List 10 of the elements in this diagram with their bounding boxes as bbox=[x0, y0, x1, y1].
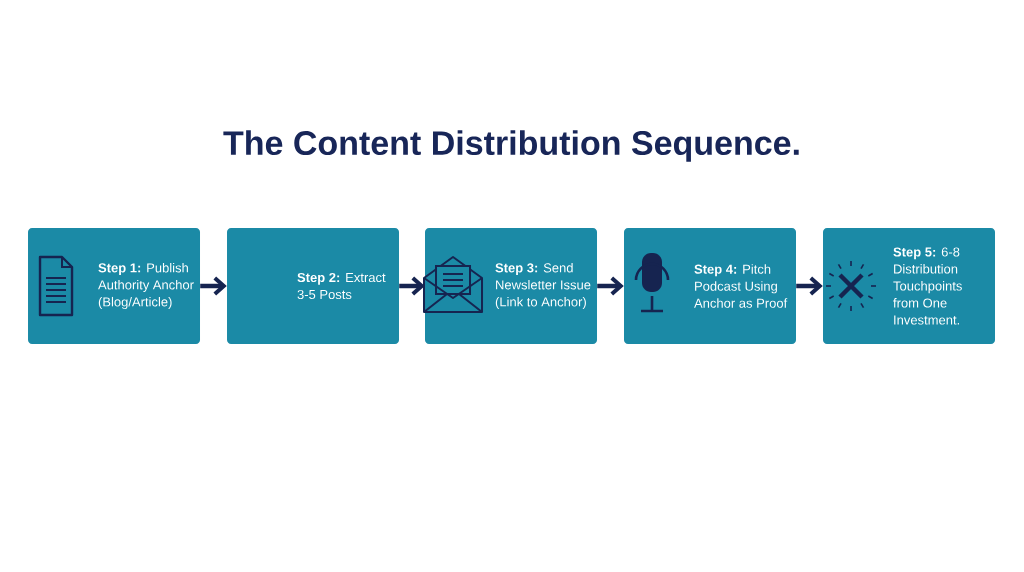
step-box: Step 5: 6-8 Distribution Touchpoints from One Investment. bbox=[823, 228, 995, 344]
arrow bbox=[796, 276, 823, 296]
step-box: Step 3: Send Newsletter Issue (Link to Anchor) bbox=[425, 228, 597, 344]
arrow bbox=[399, 276, 425, 296]
arrow bbox=[200, 276, 227, 296]
title: The Content Distribution Sequence. bbox=[223, 130, 799, 162]
step-box: Step 2: Extract 3-5 Posts bbox=[227, 228, 399, 344]
arrow bbox=[597, 276, 624, 296]
step-box: Step 1: Publish Authority Anchor (Blog/Article) bbox=[28, 228, 200, 344]
step-box: Step 4: Pitch Podcast Using Anchor as Proof bbox=[624, 228, 796, 344]
